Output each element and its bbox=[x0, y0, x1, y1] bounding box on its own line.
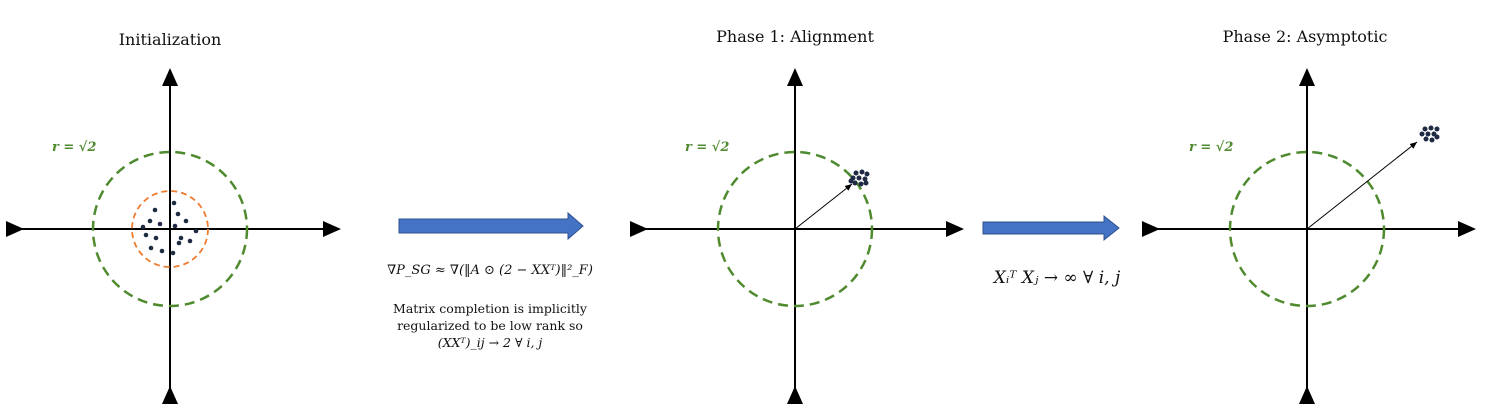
phase2-outer-circle bbox=[1228, 150, 1386, 308]
caption-line-1: Matrix completion is implicitly bbox=[393, 301, 587, 316]
transition2-formula: Xᵢᵀ Xⱼ → ∞ ∀ i, j bbox=[993, 268, 1121, 288]
init-radius-label: r = √2 bbox=[52, 140, 97, 155]
phase1-outer-circle bbox=[716, 150, 874, 308]
phase1-vector-arrow bbox=[794, 183, 853, 230]
transition1-caption: Matrix completion is implicitly regulari… bbox=[380, 300, 600, 351]
init-points bbox=[140, 200, 199, 256]
transition1-formula: ∇P_SG ≈ ∇(‖A ⊙ (2 − XXᵀ)‖²_F) bbox=[387, 263, 593, 278]
init-inner-circle bbox=[131, 190, 209, 268]
init-title: Initialization bbox=[118, 30, 222, 49]
transition-arrow-2 bbox=[982, 214, 1120, 242]
phase2-radius-label: r = √2 bbox=[1189, 140, 1234, 155]
phase1-radius-label: r = √2 bbox=[685, 140, 730, 155]
caption-line-3: (XXᵀ)_ij → 2 ∀ i, j bbox=[437, 335, 543, 350]
phase2-point-cluster bbox=[1419, 125, 1440, 143]
phase1-panel bbox=[630, 68, 964, 404]
init-outer-circle bbox=[91, 150, 249, 308]
phase2-vector-arrow bbox=[1306, 141, 1418, 230]
phase1-title: Phase 1: Alignment bbox=[716, 27, 874, 46]
init-panel bbox=[6, 68, 341, 404]
phase2-panel bbox=[1142, 68, 1476, 404]
phase2-title: Phase 2: Asymptotic bbox=[1222, 27, 1388, 46]
caption-line-2: regularized to be low rank so bbox=[397, 318, 583, 333]
transition-arrow-1 bbox=[398, 211, 584, 241]
phase1-point-cluster bbox=[848, 169, 870, 187]
